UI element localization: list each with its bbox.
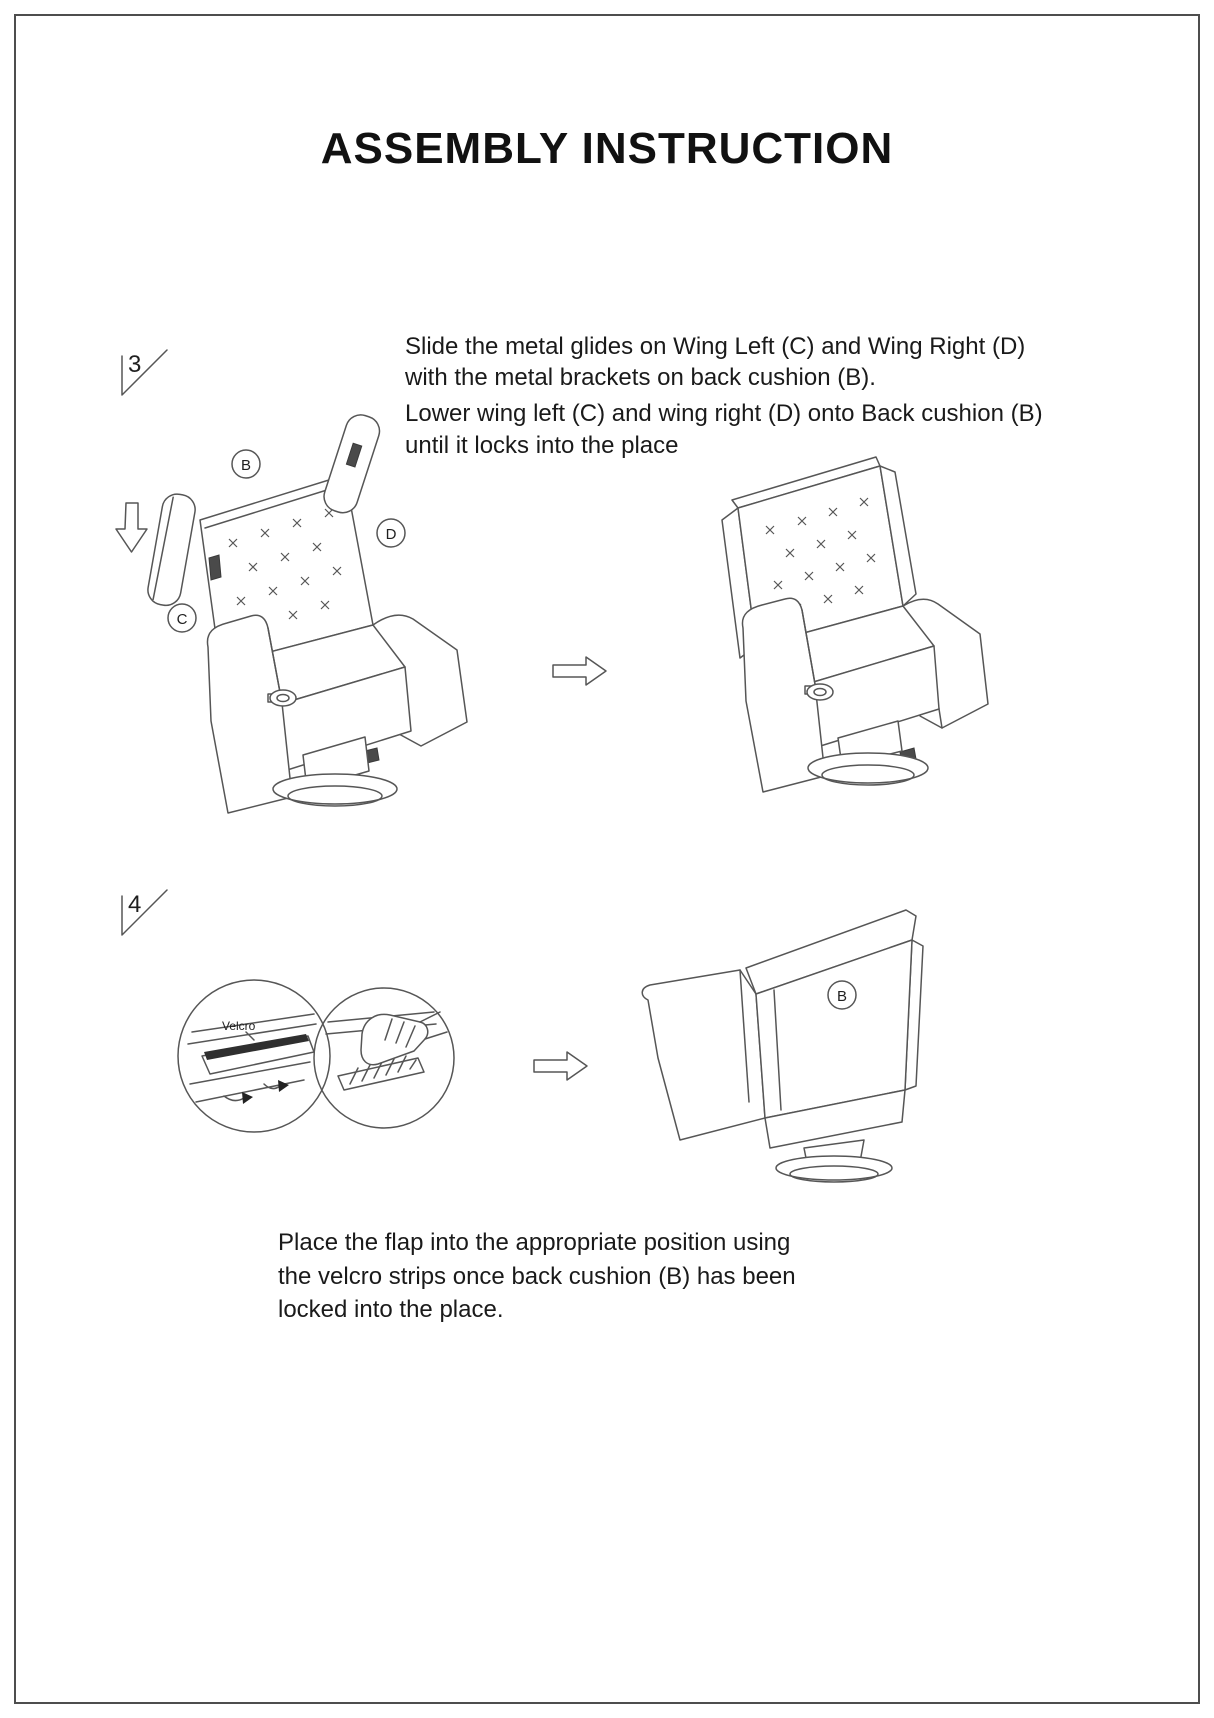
rear-chair: B bbox=[641, 909, 924, 1183]
step3-instructions: Slide the metal glides on Wing Left (C) … bbox=[405, 331, 1060, 466]
swivel-base bbox=[807, 720, 929, 786]
velcro-label: Velcro bbox=[222, 1019, 256, 1033]
step4-instructions: Place the flap into the appropriate posi… bbox=[278, 1226, 813, 1332]
velcro-strip bbox=[204, 1034, 309, 1060]
hand-illustration bbox=[360, 1011, 448, 1066]
step3-number: 3 bbox=[128, 351, 141, 378]
part-label-b-rear: B bbox=[827, 980, 857, 1010]
left-armrest-rear bbox=[641, 969, 766, 1141]
page-border-frame bbox=[14, 14, 1200, 1704]
fold-arrows bbox=[223, 1080, 289, 1104]
swivel-base bbox=[272, 736, 398, 807]
magnifier-circle-right bbox=[313, 987, 455, 1129]
chair-body bbox=[741, 597, 989, 793]
down-arrow-icon bbox=[115, 502, 148, 553]
page-title: ASSEMBLY INSTRUCTION bbox=[320, 124, 894, 173]
part-label-c: C bbox=[167, 603, 197, 633]
base-skirt-rear bbox=[764, 1089, 906, 1149]
recline-lever bbox=[804, 683, 834, 701]
part-label-d: D bbox=[376, 518, 406, 548]
wing-left-part bbox=[147, 493, 196, 607]
recline-lever bbox=[267, 689, 297, 707]
magnifier-circle-left: Velcro bbox=[177, 979, 331, 1133]
svg-text:C: C bbox=[177, 611, 188, 628]
step3-marker: 3 bbox=[121, 349, 168, 396]
svg-text:D: D bbox=[386, 526, 397, 543]
part-label-b: B bbox=[231, 449, 261, 479]
step4-paragraph: Place the flap into the appropriate posi… bbox=[278, 1229, 796, 1324]
chair-body bbox=[206, 614, 468, 814]
metal-bracket bbox=[208, 554, 222, 581]
step3-paragraph-1: Slide the metal glides on Wing Left (C) … bbox=[405, 333, 1026, 392]
wing-right-part bbox=[323, 414, 381, 514]
step4-number: 4 bbox=[128, 891, 141, 918]
metal-glide-slot bbox=[345, 442, 363, 468]
right-arrow-icon bbox=[533, 1051, 588, 1081]
step3-paragraph-2: Lower wing left (C) and wing right (D) o… bbox=[405, 400, 1043, 459]
exploded-chair-illustration: B C D bbox=[115, 414, 468, 814]
svg-text:B: B bbox=[241, 457, 251, 474]
velcro-detail-illustration: Velcro bbox=[177, 979, 455, 1133]
assembled-chair-illustration bbox=[721, 456, 989, 793]
swivel-disc bbox=[775, 1155, 893, 1181]
wing-right-attached bbox=[879, 465, 917, 607]
rear-chair-illustration: B bbox=[641, 909, 924, 1183]
right-arrow-icon bbox=[552, 656, 607, 686]
svg-text:B: B bbox=[837, 988, 847, 1005]
step4-marker: 4 bbox=[121, 889, 168, 936]
headrest-rail-rear bbox=[745, 909, 917, 995]
flap-hatched bbox=[337, 1055, 425, 1091]
